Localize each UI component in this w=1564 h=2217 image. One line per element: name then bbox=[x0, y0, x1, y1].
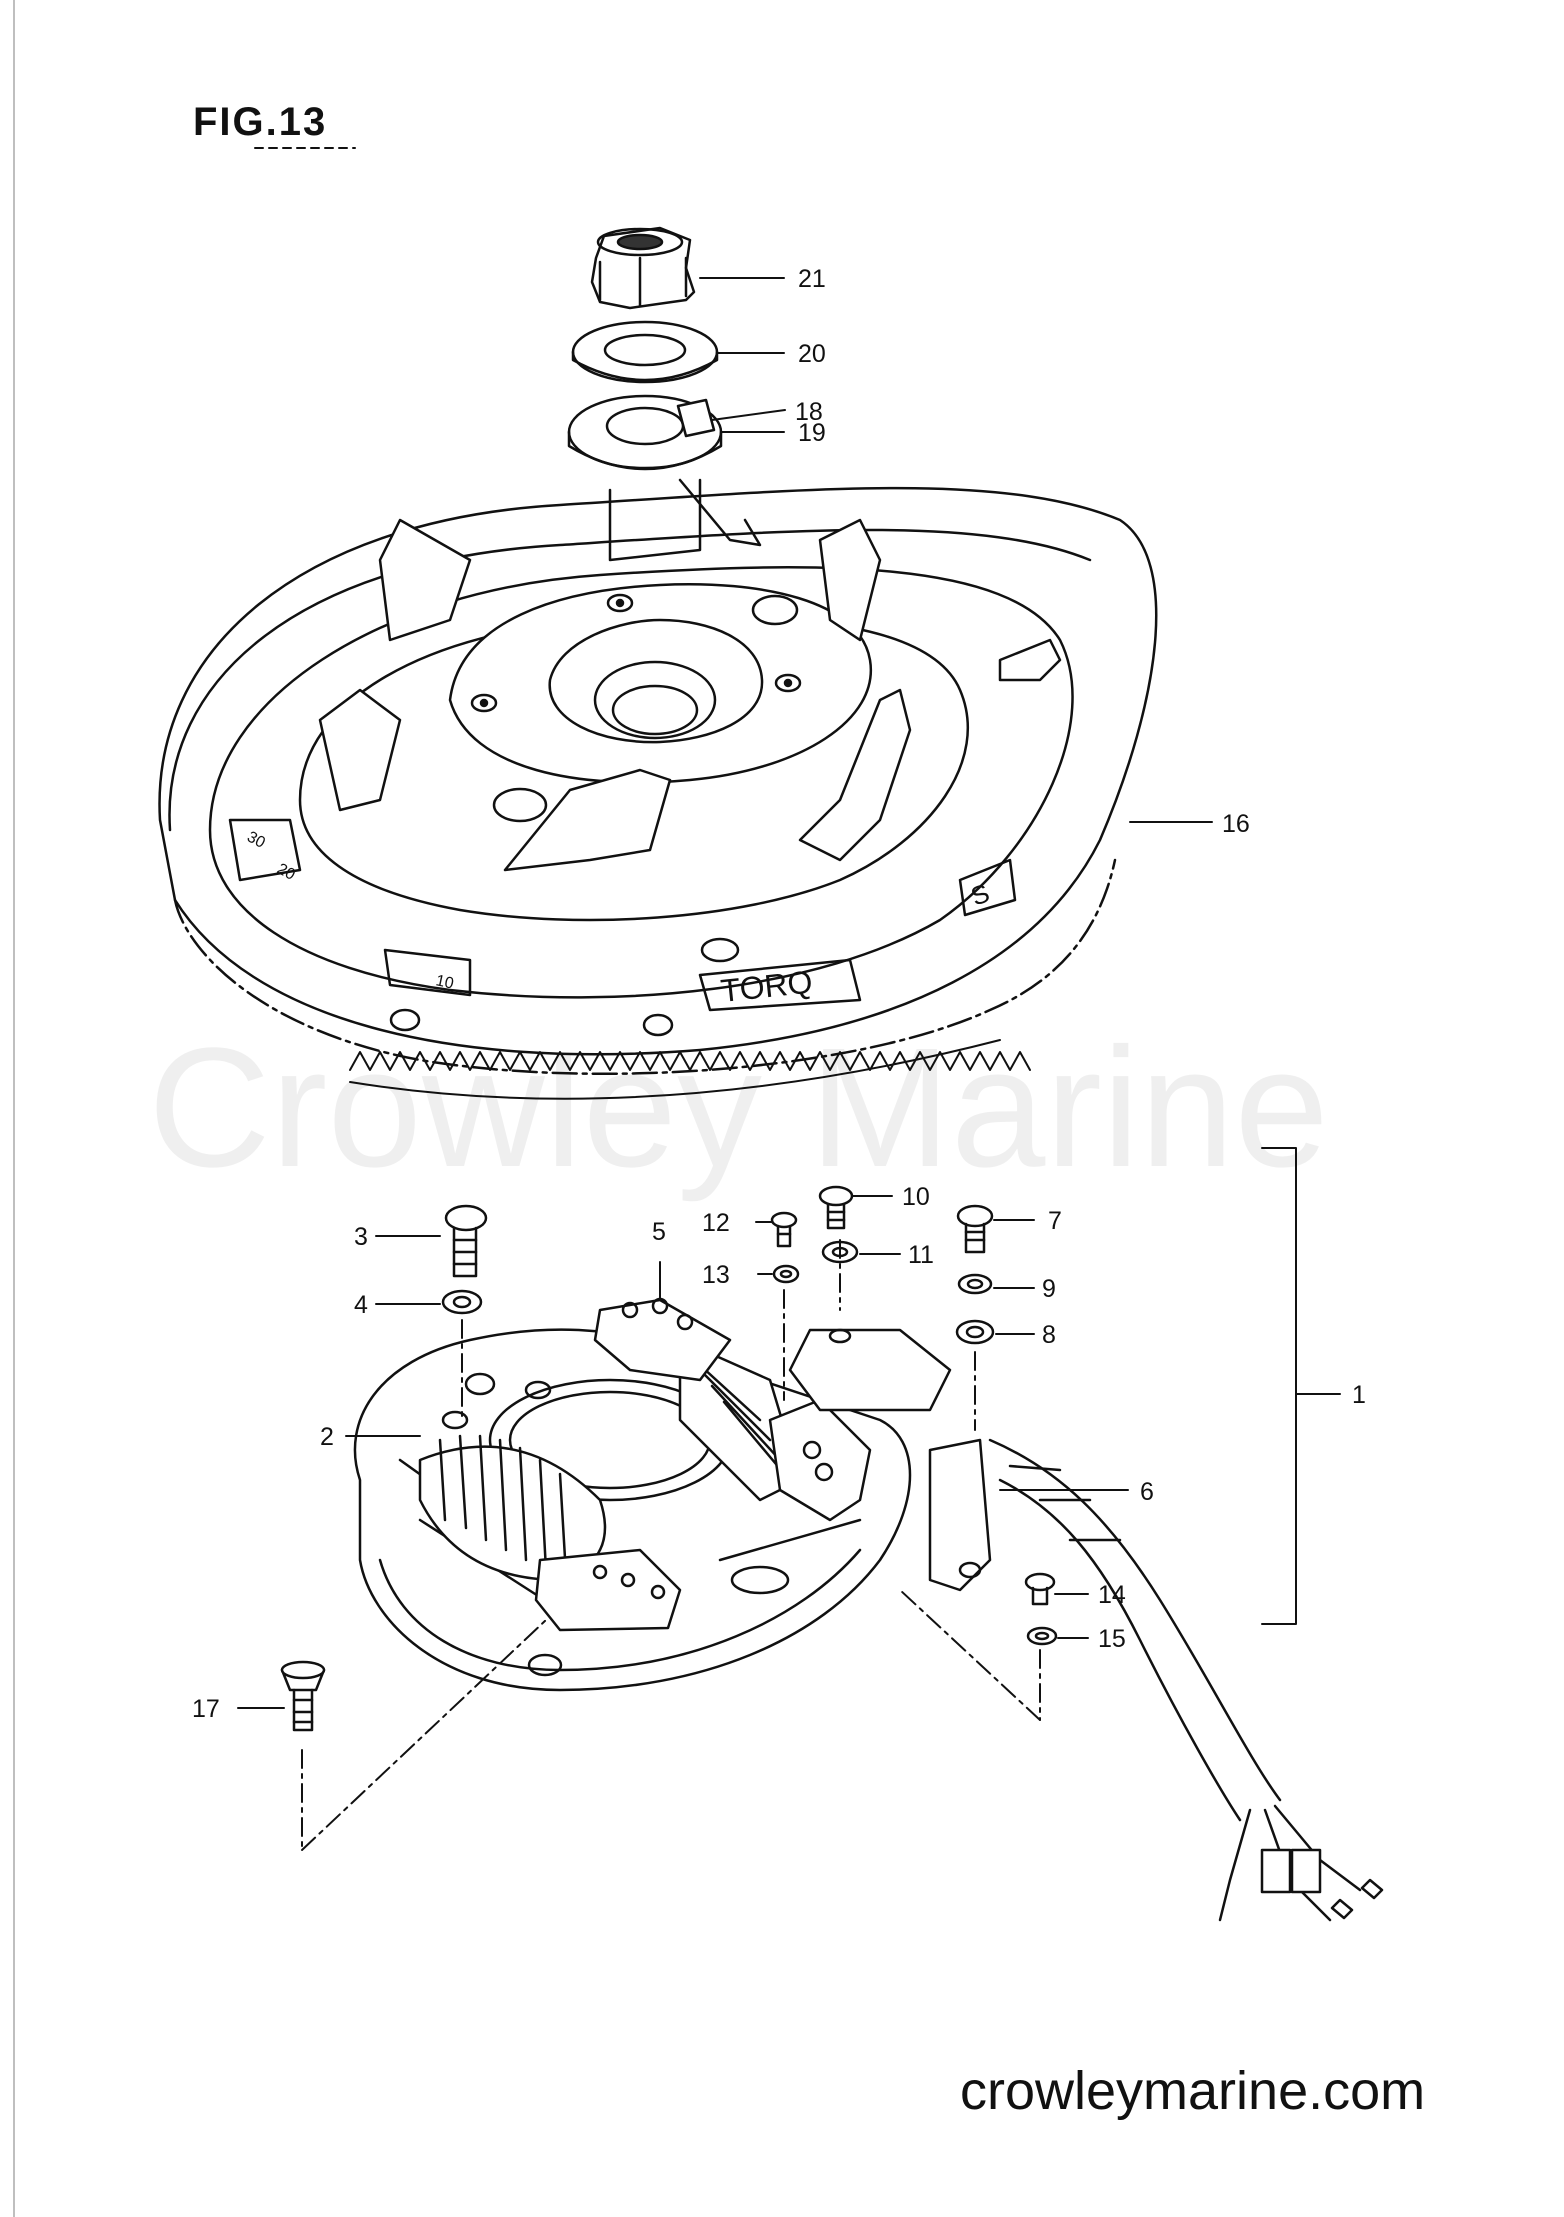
callout-10: 10 bbox=[902, 1183, 930, 1211]
scale-label-10: 10 bbox=[434, 972, 455, 992]
part-7-screw bbox=[956, 1204, 994, 1254]
part-16-flywheel: 30 20 10 TORQ S bbox=[158, 398, 1158, 1100]
part-13-washer bbox=[772, 1264, 800, 1284]
scale-label-30: 30 bbox=[244, 829, 268, 852]
callout-2: 2 bbox=[320, 1423, 334, 1451]
callout-19: 19 bbox=[798, 419, 826, 447]
part-8-washer bbox=[955, 1319, 995, 1345]
part-10-screw bbox=[818, 1185, 854, 1230]
callout-8: 8 bbox=[1042, 1321, 1056, 1349]
part-20-washer bbox=[571, 320, 719, 384]
callout-labels: 21 20 19 18 16 10 12 7 3 5 13 11 9 4 8 1… bbox=[192, 265, 1366, 1723]
callout-5: 5 bbox=[652, 1218, 666, 1246]
callout-4: 4 bbox=[354, 1291, 368, 1319]
callout-12: 12 bbox=[702, 1209, 730, 1237]
part-9-washer bbox=[957, 1273, 993, 1295]
callout-17: 17 bbox=[192, 1695, 220, 1723]
part-12-screw bbox=[770, 1211, 798, 1248]
callout-11: 11 bbox=[908, 1241, 934, 1269]
part-3-screw bbox=[444, 1204, 488, 1278]
callout-20: 20 bbox=[798, 340, 826, 368]
footer-website-url: crowleymarine.com bbox=[960, 2061, 1426, 2121]
callout-15: 15 bbox=[1098, 1625, 1126, 1653]
part-15-washer bbox=[1026, 1626, 1058, 1646]
part-14-screw bbox=[1024, 1572, 1056, 1606]
part-17-screw bbox=[280, 1660, 326, 1732]
part-4-washer bbox=[441, 1289, 483, 1315]
leader-lines bbox=[237, 277, 1341, 1851]
wiring-harness bbox=[988, 1438, 1384, 1922]
callout-1: 1 bbox=[1352, 1381, 1366, 1409]
part-2-stator-plate bbox=[353, 1297, 992, 1692]
callout-18: 18 bbox=[795, 398, 823, 426]
figure-title: FIG.13 bbox=[193, 100, 328, 144]
callout-7: 7 bbox=[1048, 1207, 1062, 1235]
scale-label-20: 20 bbox=[274, 861, 298, 884]
callout-13: 13 bbox=[702, 1261, 730, 1289]
callout-14: 14 bbox=[1098, 1581, 1126, 1609]
callout-9: 9 bbox=[1042, 1275, 1056, 1303]
part-21-nut bbox=[590, 226, 696, 310]
callout-6: 6 bbox=[1140, 1478, 1154, 1506]
callout-3: 3 bbox=[354, 1223, 368, 1251]
callout-16: 16 bbox=[1222, 810, 1250, 838]
callout-21: 21 bbox=[798, 265, 826, 293]
